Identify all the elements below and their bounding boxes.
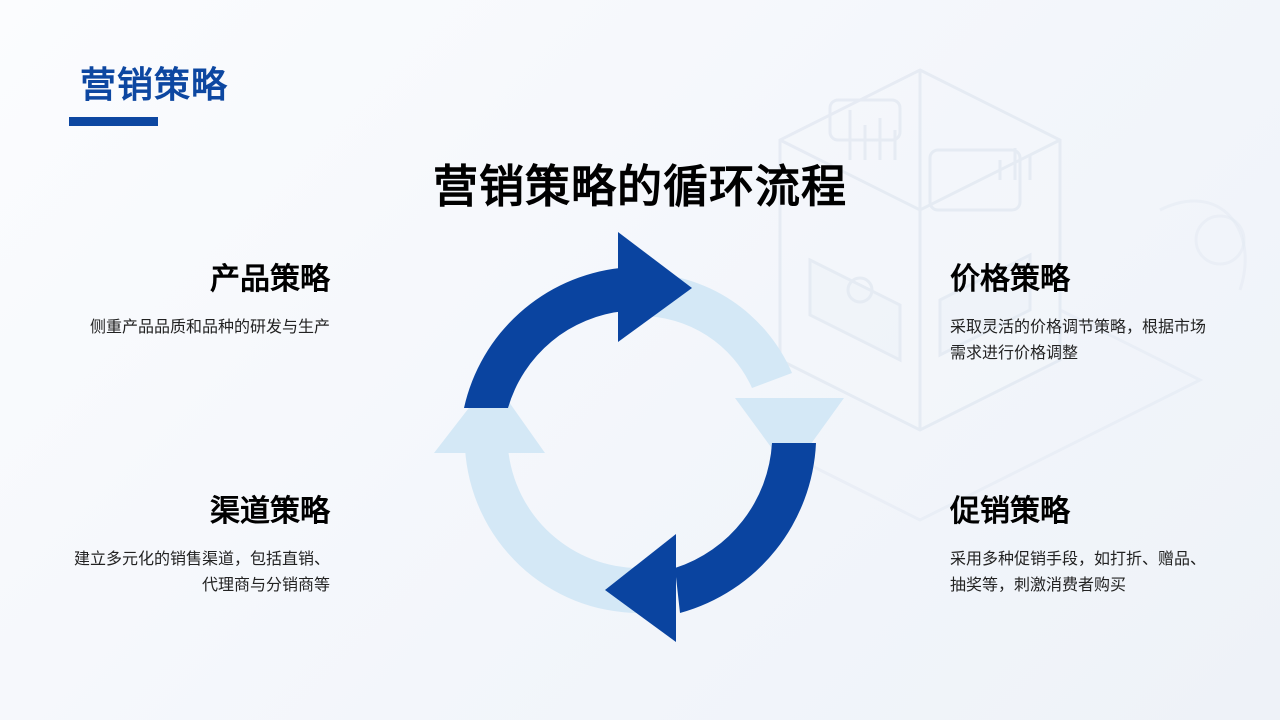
cycle-arrow-icon [735,398,844,473]
title-underline [69,117,158,126]
channel-strategy-description: 建立多元化的销售渠道，包括直销、代理商与分销商等 [73,549,330,594]
channel-strategy-block: 渠道策略 建立多元化的销售渠道，包括直销、代理商与分销商等 [70,494,330,598]
cycle-diagram [434,232,844,642]
cycle-arrow-icon [640,272,792,388]
promotion-strategy-description: 采用多种促销手段，如打折、赠品、抽奖等，刺激消费者购买 [950,549,1207,594]
promotion-strategy-heading: 促销策略 [950,494,1070,529]
cycle-arrow-icon [434,378,545,453]
price-strategy-description: 采取灵活的价格调节策略，根据市场需求进行价格调整 [950,317,1207,362]
product-strategy-description: 侧重产品品质和品种的研发与生产 [89,317,330,336]
cycle-arrow-icon [605,534,676,642]
promotion-strategy-block: 促销策略 采用多种促销手段，如打折、赠品、抽奖等，刺激消费者购买 [950,494,1210,598]
cycle-arrow-icon [465,448,640,614]
background-illustration [778,68,1247,522]
cycle-arrow-icon [675,443,816,613]
cycle-arrow-icon [464,268,625,408]
diagram-title: 营销策略的循环流程 [432,160,847,213]
product-strategy-heading: 产品策略 [210,262,330,297]
product-strategy-block: 产品策略 侧重产品品质和品种的研发与生产 [70,262,330,340]
page-title: 营销策略 [80,65,229,106]
channel-strategy-heading: 渠道策略 [210,494,330,529]
price-strategy-block: 价格策略 采取灵活的价格调节策略，根据市场需求进行价格调整 [950,262,1210,366]
cycle-arrow-icon [618,232,692,342]
price-strategy-heading: 价格策略 [950,262,1070,297]
